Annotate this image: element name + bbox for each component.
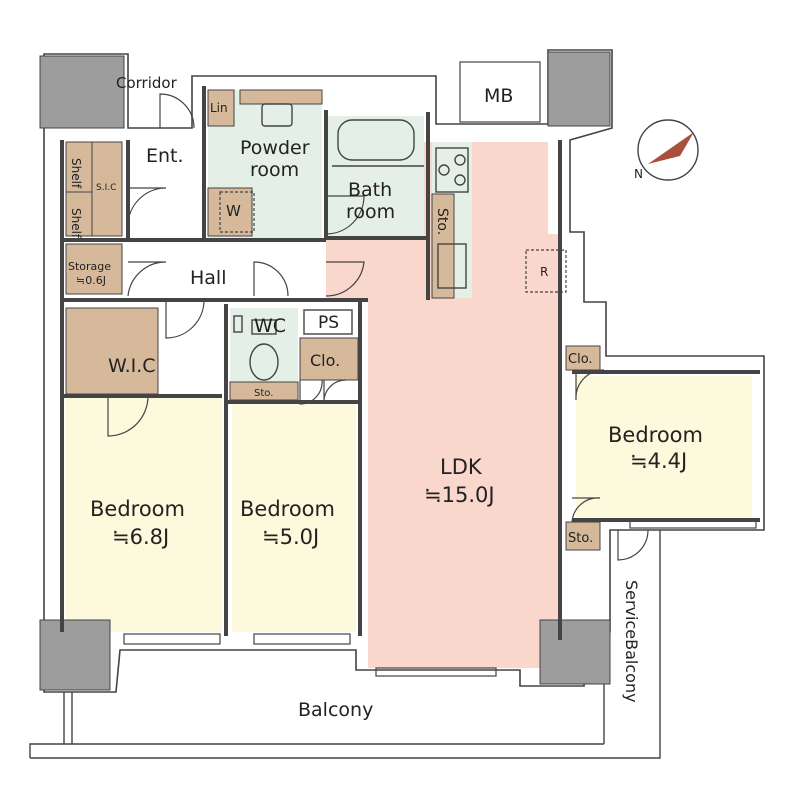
refrigerator-label: R	[540, 265, 548, 279]
kitchen-sto-label: Sto.	[434, 208, 450, 235]
powder-room-label-line1: Powder	[240, 137, 310, 159]
compass-arrow	[648, 132, 694, 164]
kitchen-sink	[437, 243, 467, 289]
w-unit	[207, 187, 253, 237]
pillar-top-right	[547, 51, 611, 127]
bedroom-left-floor	[66, 396, 222, 632]
clo-right-unit	[565, 345, 601, 371]
lin-label: Lin	[210, 101, 228, 115]
bedroom-left-name: Bedroom	[90, 497, 185, 521]
refrigerator	[525, 249, 567, 293]
room-floors	[66, 90, 752, 668]
pillar-bottom-right	[539, 619, 611, 685]
ps-shaft	[303, 309, 353, 335]
wc-label: WC	[254, 315, 286, 337]
wic-label: W.I.C	[108, 355, 156, 377]
ps-label: PS	[318, 313, 339, 333]
storage-label: Storage	[68, 260, 111, 273]
bedroom-right-floor	[576, 376, 752, 518]
pillar-top-left	[39, 55, 125, 129]
sic-label: S.I.C	[96, 183, 116, 193]
service-balcony-label: ServiceBalcony	[622, 580, 641, 703]
door-swings	[107, 93, 649, 561]
compass: N	[634, 119, 699, 181]
w-label: W	[226, 202, 241, 220]
bedroom-right-name: Bedroom	[608, 423, 703, 447]
entrance-label: Ent.	[146, 145, 184, 167]
shelf-label-2: Shelf	[69, 208, 83, 239]
powder-vanity-top	[239, 89, 323, 105]
sto-wc-label: Sto.	[254, 388, 273, 399]
bedroom-middle-size: ≒5.0J	[262, 525, 319, 549]
clo-middle-label: Clo.	[310, 351, 340, 370]
clo-middle-unit	[299, 337, 359, 381]
powder-sink	[261, 103, 293, 127]
bedroom-right-size: ≒4.4J	[630, 449, 687, 473]
fixtures	[219, 103, 567, 381]
storage-size-label: ≒0.6J	[76, 274, 106, 287]
corridor-label: Corridor	[116, 74, 178, 92]
powder-room-label-line2: room	[250, 159, 299, 181]
bedroom-middle-floor	[232, 402, 356, 632]
shelf-label-1: Shelf	[69, 158, 83, 189]
wc-cabinet	[233, 315, 243, 333]
compass-north-label: N	[634, 167, 643, 181]
interior-walls	[60, 86, 760, 640]
sic-unit	[91, 141, 123, 237]
ldk-size: ≒15.0J	[424, 483, 495, 507]
clo-right-label: Clo.	[568, 352, 593, 367]
mb-label: MB	[484, 85, 513, 107]
sto-right-label: Sto.	[568, 531, 593, 546]
bedroom-left-size: ≒6.8J	[112, 525, 169, 549]
hall-label: Hall	[190, 267, 227, 289]
windows	[123, 61, 757, 677]
bath-room-label-line2: room	[346, 201, 395, 223]
ldk-floor	[326, 142, 560, 668]
room-labels: Corridor MB Lin Powder room Ent. Shelf S…	[68, 74, 703, 721]
stove	[435, 147, 469, 193]
bath-room-floor	[328, 116, 424, 238]
bedroom-middle-name: Bedroom	[240, 497, 335, 521]
sto-right-unit	[565, 521, 601, 551]
storage-unit	[65, 243, 123, 295]
bath-room-label-line1: Bath	[348, 179, 392, 201]
ldk-name: LDK	[440, 455, 483, 479]
storage-units	[65, 89, 601, 551]
pillar-bottom-left	[39, 619, 111, 691]
lin-unit	[207, 89, 235, 127]
pillars	[39, 51, 611, 691]
toilet	[249, 343, 279, 381]
bathtub	[337, 119, 415, 161]
compass-ring	[637, 119, 699, 181]
washer	[219, 191, 255, 233]
wic-unit	[65, 307, 159, 395]
balcony-label: Balcony	[298, 699, 373, 721]
